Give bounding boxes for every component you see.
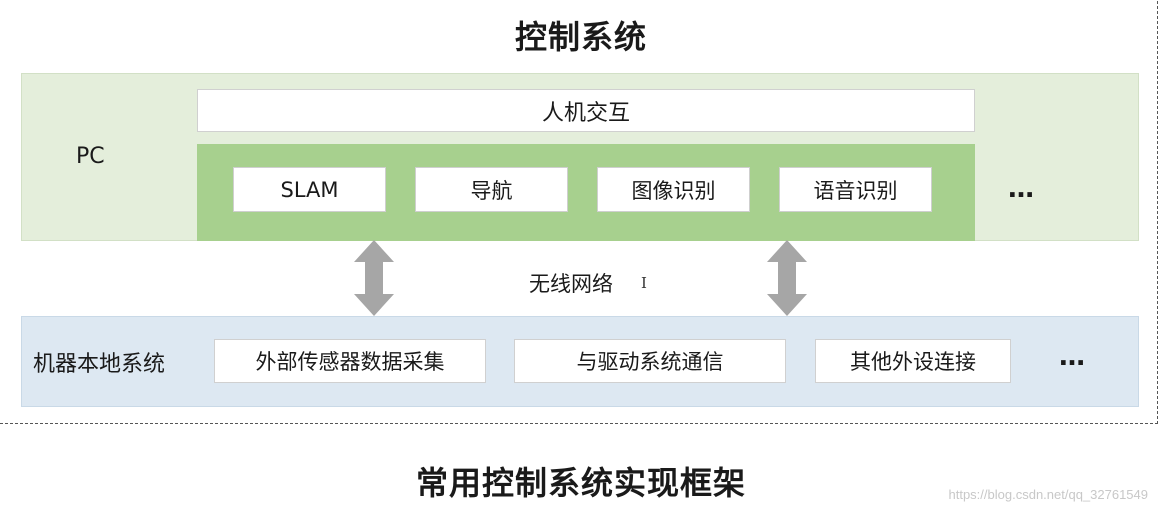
pc-label: PC <box>76 144 105 169</box>
pc-more-ellipsis: … <box>1008 174 1036 204</box>
module-sensor-data-collection: 外部传感器数据采集 <box>214 339 486 383</box>
diagram-title: 控制系统 <box>514 18 647 56</box>
module-slam: SLAM <box>233 167 386 212</box>
module-peripheral-connection: 其他外设连接 <box>815 339 1011 383</box>
module-navigation: 导航 <box>415 167 568 212</box>
hmi-box: 人机交互 <box>197 89 975 132</box>
wireless-network-label: 无线网络 <box>529 272 613 296</box>
double-arrow-icon-left <box>354 240 394 316</box>
control-system-frame <box>0 0 1158 424</box>
module-drive-communication: 与驱动系统通信 <box>514 339 786 383</box>
watermark: https://blog.csdn.net/qq_32761549 <box>948 487 1149 502</box>
text-cursor-icon: I <box>641 274 647 292</box>
local-system-label: 机器本地系统 <box>33 352 166 377</box>
local-more-ellipsis: … <box>1059 342 1087 372</box>
module-speech-recognition: 语音识别 <box>779 167 932 212</box>
diagram-caption: 常用控制系统实现框架 <box>415 464 746 502</box>
double-arrow-icon-right <box>767 240 807 316</box>
module-image-recognition: 图像识别 <box>597 167 750 212</box>
